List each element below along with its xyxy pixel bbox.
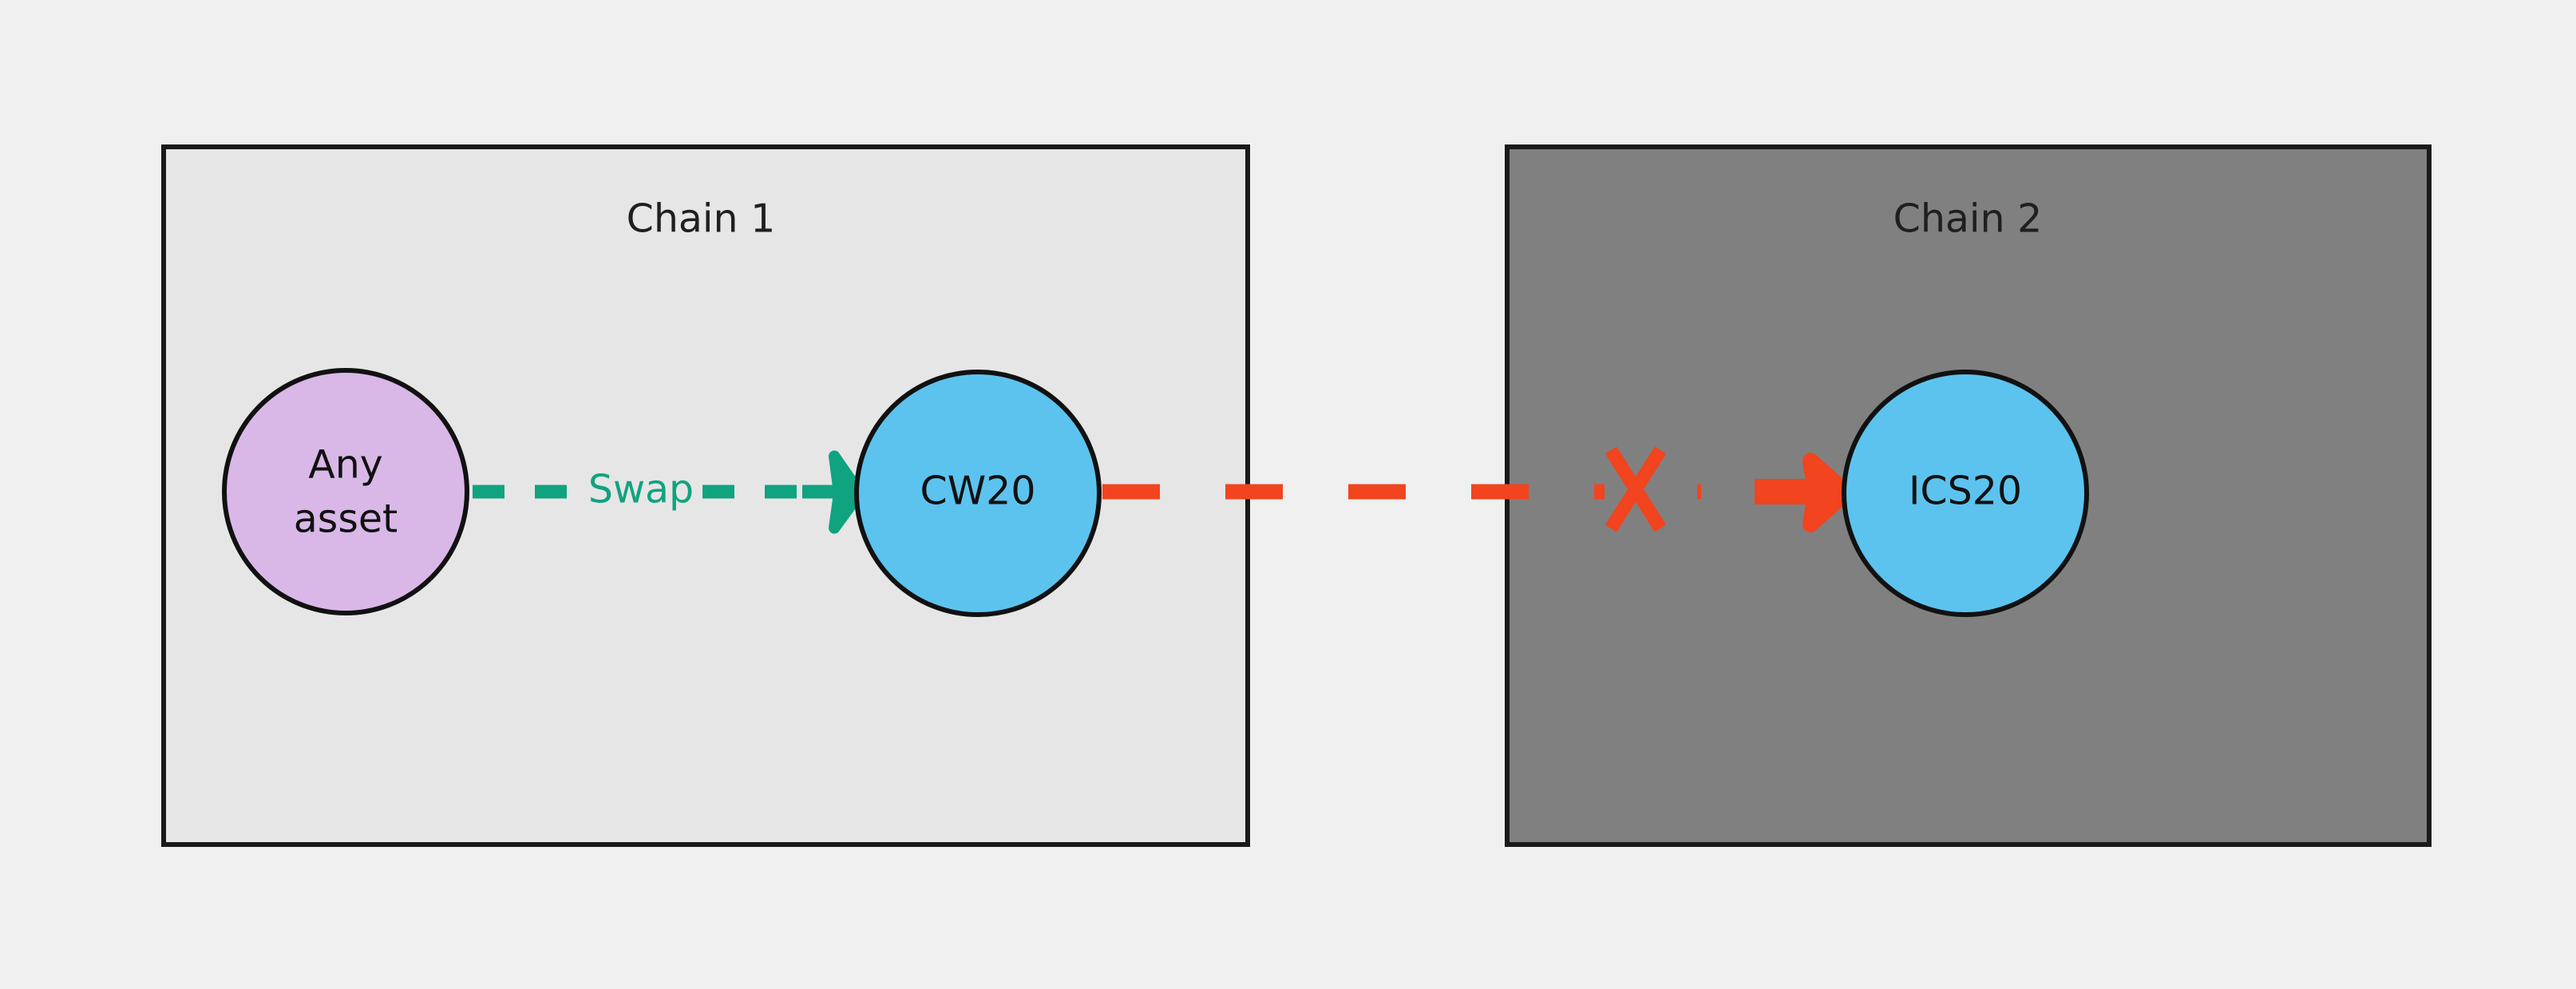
blocked-x-icon bbox=[1605, 446, 1667, 532]
chain-2-title: Chain 2 bbox=[1893, 196, 2043, 242]
swap-arrowhead-solid-icon bbox=[829, 450, 866, 534]
swap-edge-label: Swap bbox=[588, 467, 694, 512]
any-asset-label-line2: asset bbox=[294, 496, 398, 542]
chain-1-title: Chain 1 bbox=[627, 196, 776, 242]
ics20-label: ICS20 bbox=[1909, 469, 2022, 514]
swap-edge[interactable]: Swap bbox=[473, 450, 866, 534]
ics20-circle bbox=[1842, 370, 2089, 617]
node-any-asset[interactable]: Any asset bbox=[222, 368, 469, 615]
node-cw20[interactable]: CW20 bbox=[854, 370, 1102, 617]
cw20-label: CW20 bbox=[920, 469, 1035, 514]
blocked-arrowhead-icon bbox=[1802, 453, 1856, 532]
any-asset-circle bbox=[222, 368, 469, 615]
blocked-edge[interactable] bbox=[1102, 446, 1856, 532]
node-ics20[interactable]: ICS20 bbox=[1842, 370, 2089, 617]
cw20-circle bbox=[854, 370, 1102, 617]
any-asset-label-line1: Any bbox=[308, 442, 383, 488]
